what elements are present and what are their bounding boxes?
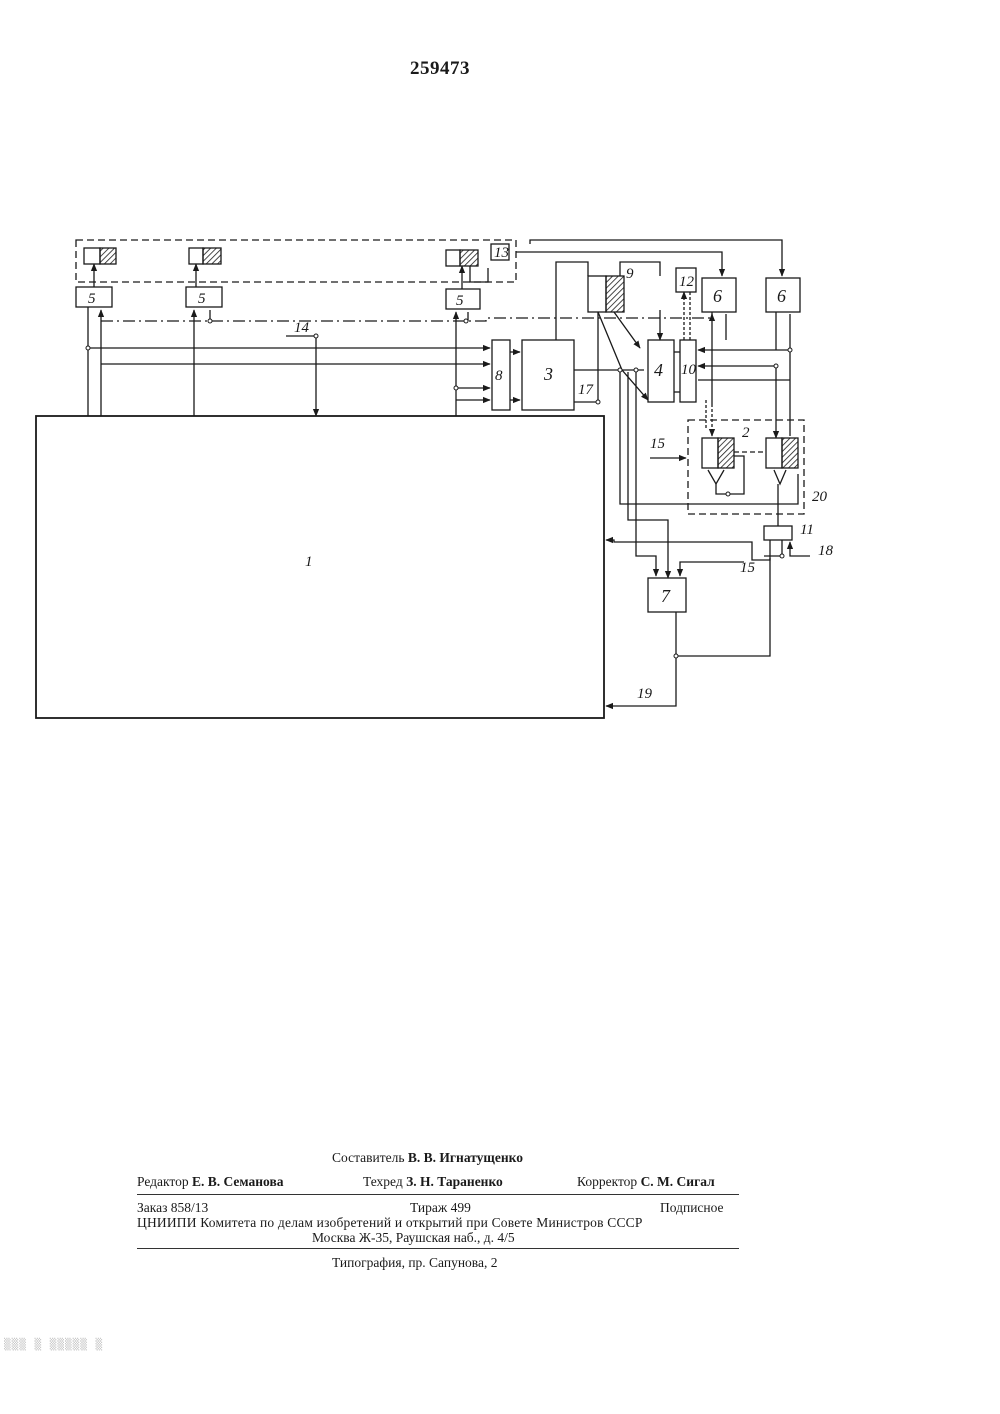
- techred-line: Техред З. Н. Тараненко: [363, 1174, 503, 1190]
- corrector-name: С. М. Сигал: [641, 1174, 715, 1189]
- label-line-17: 17: [578, 382, 595, 398]
- label-block-5c: 5: [456, 293, 464, 309]
- divider-bottom: [137, 1248, 739, 1249]
- order-number: Заказ 858/13: [137, 1200, 208, 1216]
- label-block-5b: 5: [198, 291, 206, 307]
- block-diagram: 1 2 3 4 5 5 5 6 6 7 8 9 10 11 12 13 14 1…: [0, 0, 1000, 800]
- label-line-14: 14: [294, 320, 310, 336]
- divider-top: [137, 1194, 739, 1195]
- techred-label: Техред: [363, 1174, 403, 1189]
- address: Москва Ж-35, Раушская наб., д. 4/5: [312, 1230, 515, 1246]
- editor-name: Е. В. Семанова: [192, 1174, 284, 1189]
- corrector-label: Корректор: [577, 1174, 637, 1189]
- techred-name: З. Н. Тараненко: [406, 1174, 503, 1189]
- label-block-9: 9: [626, 266, 634, 282]
- block-1: [36, 416, 604, 718]
- label-block-11: 11: [800, 522, 814, 538]
- label-block-8: 8: [495, 368, 503, 384]
- editor-label: Редактор: [137, 1174, 189, 1189]
- block-11: [764, 526, 792, 540]
- editor-line: Редактор Е. В. Семанова: [137, 1174, 284, 1190]
- label-block-12: 12: [679, 274, 695, 290]
- printing-house: Типография, пр. Сапунова, 2: [332, 1255, 498, 1271]
- block-2-b: [766, 438, 782, 468]
- label-line-18: 18: [818, 543, 834, 559]
- compiler-name: В. В. Игнатущенко: [408, 1150, 523, 1165]
- label-block-1: 1: [305, 554, 313, 570]
- corrector-line: Корректор С. М. Сигал: [577, 1174, 715, 1190]
- block-9: [588, 276, 606, 312]
- compiler-line: Составитель В. В. Игнатущенко: [332, 1150, 523, 1166]
- label-block-3: 3: [543, 364, 553, 384]
- label-block-4: 4: [654, 360, 663, 380]
- label-block-13: 13: [494, 245, 509, 261]
- block-2-a: [702, 438, 718, 468]
- label-block-6a: 6: [713, 286, 722, 306]
- label-line-15a: 15: [650, 436, 666, 452]
- group-13: [76, 240, 516, 282]
- label-block-5a: 5: [88, 291, 96, 307]
- element-13-middle: [189, 248, 203, 264]
- label-line-19: 19: [637, 686, 653, 702]
- label-block-6b: 6: [777, 286, 786, 306]
- subscription: Подписное: [660, 1200, 724, 1216]
- element-13-right: [446, 250, 460, 266]
- label-block-10: 10: [681, 362, 697, 378]
- label-block-2: 2: [742, 425, 750, 441]
- element-13-left: [84, 248, 100, 264]
- circulation: Тираж 499: [410, 1200, 471, 1216]
- compiler-label: Составитель: [332, 1150, 405, 1165]
- scan-artifact: ▒▒▒ ▒ ▒▒▒▒▒ ▒: [4, 1338, 103, 1351]
- label-line-15b: 15: [740, 560, 756, 576]
- label-group-20: 20: [812, 489, 828, 505]
- institution: ЦНИИПИ Комитета по делам изобретений и о…: [137, 1215, 643, 1231]
- label-block-7: 7: [661, 586, 671, 606]
